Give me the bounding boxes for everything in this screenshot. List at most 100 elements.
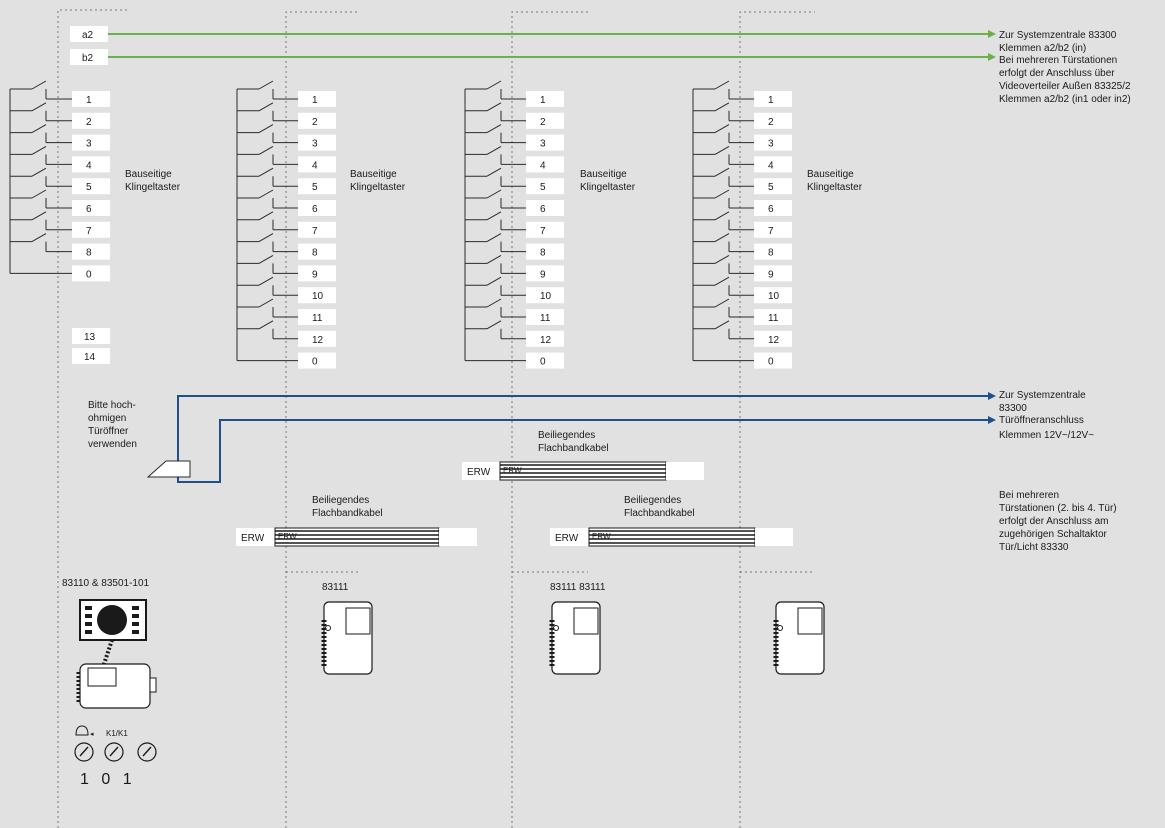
separator-4 [739, 11, 815, 828]
bell-icon [75, 725, 89, 736]
push-button-switch [10, 233, 72, 253]
column-2-label-1: Bauseitige [350, 169, 397, 180]
push-button-switch [693, 233, 754, 253]
terminal-label: 9 [312, 269, 318, 280]
terminal-box [754, 265, 792, 282]
multi-note-3: erfolgt der Anschluss am [999, 516, 1109, 527]
door-opener-wire-1 [177, 395, 988, 464]
terminal-box [72, 200, 110, 216]
push-button-switch [237, 102, 298, 122]
terminal-label: 0 [86, 269, 92, 280]
terminal-label: 1 [540, 95, 546, 106]
terminal-label: 8 [540, 248, 546, 259]
system-note-1: Zur Systemzentrale [999, 390, 1086, 401]
push-button-switch [237, 189, 298, 209]
cable-1-strip-tag: ERW [278, 532, 297, 541]
separator-3 [511, 11, 588, 828]
cable-2-tag: ERW [467, 467, 491, 478]
push-button-switch [237, 276, 298, 296]
push-button-switch [237, 233, 298, 253]
terminal-box [526, 200, 564, 216]
multi-note-5: Tür/Licht 83330 [999, 542, 1069, 553]
terminal-label: 5 [540, 182, 546, 193]
terminal-box [72, 243, 110, 260]
bell-symbol-text: ◂ [90, 731, 94, 738]
column-1-label-1: Bauseitige [125, 169, 172, 180]
push-button-switch [237, 320, 298, 340]
push-button-switch [465, 211, 526, 231]
terminal-label: 2 [540, 117, 546, 128]
door-opener-icon [146, 460, 191, 478]
terminal-box [298, 243, 336, 260]
system-note-3: Türöffneranschluss [999, 415, 1084, 426]
terminal-label: 9 [540, 269, 546, 280]
terminal-box [526, 221, 564, 238]
terminal-box [754, 243, 792, 260]
push-button-switch [10, 189, 72, 209]
door-note-3: Türöffner [88, 426, 129, 437]
terminal-label: 0 [312, 357, 318, 368]
system-note-4: Klemmen 12V~/12V~ [999, 430, 1094, 441]
door-arrow-1 [988, 392, 996, 400]
terminal-box [526, 112, 564, 129]
potentiometer-icon [74, 742, 94, 762]
bus-note-2: Klemmen a2/b2 (in) [999, 43, 1086, 54]
terminal-label: 10 [312, 291, 324, 302]
push-button-switch [465, 102, 526, 122]
cable-1-tag-box [236, 528, 276, 546]
push-button-switch [237, 254, 298, 274]
cable-1-label-2: Flachbandkabel [312, 508, 383, 519]
terminal-label: 3 [768, 139, 774, 150]
terminal-label: 6 [540, 204, 546, 215]
terminal-box [754, 178, 792, 195]
push-button-switch [10, 102, 72, 122]
push-button-switch [465, 233, 526, 253]
terminal-label: 3 [312, 139, 318, 150]
terminal-box [298, 134, 336, 151]
push-button-switch [693, 254, 754, 274]
terminal-label: 12 [768, 335, 780, 346]
terminal-box [298, 200, 336, 216]
terminal-box [526, 287, 564, 304]
terminal-label: 4 [86, 160, 92, 171]
terminal-label: 10 [768, 291, 780, 302]
main-control-unit-icon [76, 663, 157, 709]
terminal-a2-label: a2 [82, 30, 94, 41]
cable-2-label-1: Beiliegendes [538, 430, 595, 441]
bus-note-1: Zur Systemzentrale 83300 [999, 30, 1117, 41]
terminal-box [72, 112, 110, 129]
bus-arrow-b2 [988, 53, 996, 61]
terminal-box [72, 265, 110, 282]
cable-2-label-2: Flachbandkabel [538, 443, 609, 454]
push-button-switch [10, 80, 72, 100]
potentiometer-icon [137, 742, 157, 762]
address-digits: 1 0 1 [80, 771, 136, 788]
terminal-label: 7 [540, 226, 546, 237]
extension-modules [321, 601, 825, 675]
extension-module-icon [773, 601, 825, 675]
terminal-label: 11 [540, 313, 551, 324]
terminal-label: 10 [540, 291, 552, 302]
cable-1-ribbon [274, 527, 477, 547]
column-4-label-2: Klingeltaster [807, 182, 863, 193]
push-button-switch [465, 145, 526, 165]
terminal-label: 7 [312, 226, 318, 237]
bus-note-5: Videoverteiler Außen 83325/2 [999, 81, 1131, 92]
multi-note-2: Türstationen (2. bis 4. Tür) [999, 503, 1117, 514]
door-note-2: ohmigen [88, 413, 126, 424]
column-3-label-2: Klingeltaster [580, 182, 636, 193]
terminal-label: 0 [540, 357, 546, 368]
column-4-label-1: Bauseitige [807, 169, 854, 180]
terminal-label: 4 [540, 160, 546, 171]
push-button-switch [693, 276, 754, 296]
terminal-14 [72, 348, 110, 364]
push-button-switch [465, 320, 526, 340]
terminal-box [298, 352, 336, 369]
terminal-label: 9 [768, 269, 774, 280]
cable-3-label-2: Flachbandkabel [624, 508, 695, 519]
terminal-label: 7 [86, 226, 92, 237]
module-labels: 83110 & 83501-101 83111 83111 83111 [62, 578, 606, 593]
cable-3-tag: ERW [555, 533, 579, 544]
bus-note-6: Klemmen a2/b2 (in1 oder in2) [999, 94, 1131, 105]
